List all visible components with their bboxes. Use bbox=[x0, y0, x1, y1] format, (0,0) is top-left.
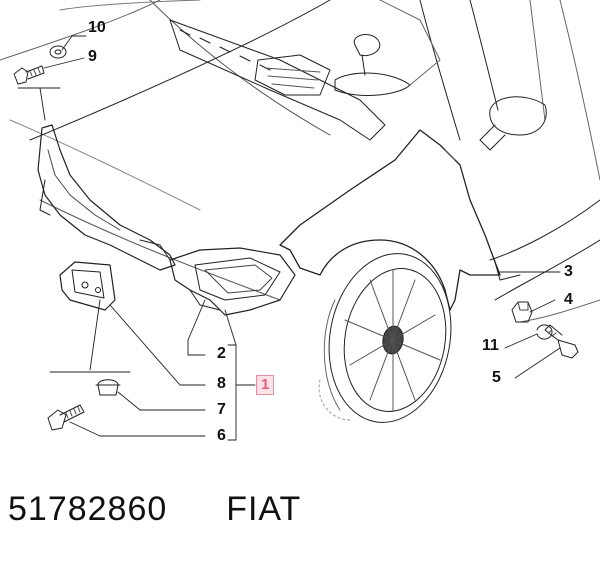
car-body-outline bbox=[0, 0, 600, 323]
bolt-part9 bbox=[13, 65, 45, 85]
callout-7: 7 bbox=[217, 401, 226, 418]
callout-3: 3 bbox=[564, 263, 573, 280]
footer-caption: 51782860 FIAT bbox=[8, 490, 301, 529]
callout-2: 2 bbox=[217, 345, 226, 362]
bolt-part6 bbox=[47, 404, 85, 431]
headlight-support bbox=[169, 247, 296, 316]
part-number: 51782860 bbox=[8, 490, 168, 528]
clip-part11 bbox=[536, 324, 553, 340]
callout-8: 8 bbox=[217, 375, 226, 392]
callout-4: 4 bbox=[564, 291, 573, 308]
gear-shifter bbox=[334, 0, 441, 96]
front-wheel bbox=[318, 253, 452, 423]
exploded-parts-diagram bbox=[0, 0, 600, 441]
callout-6: 6 bbox=[217, 427, 226, 444]
clip-part7 bbox=[95, 379, 121, 396]
bolt-part5 bbox=[544, 324, 579, 359]
mounting-bracket-part8 bbox=[59, 261, 116, 311]
callout-1-highlighted: 1 bbox=[256, 375, 275, 395]
callout-9: 9 bbox=[88, 48, 97, 65]
side-mirror bbox=[479, 96, 547, 151]
washer-part10 bbox=[49, 45, 67, 59]
front-fender bbox=[279, 129, 521, 311]
callout-10: 10 bbox=[88, 19, 106, 36]
wiper-assembly bbox=[169, 19, 386, 141]
callout-11: 11 bbox=[482, 337, 499, 354]
nut-part4 bbox=[511, 301, 533, 323]
callout-5: 5 bbox=[492, 369, 501, 386]
crossmember-bracket bbox=[37, 124, 176, 271]
brand-name: FIAT bbox=[226, 490, 302, 528]
leader-lines bbox=[17, 35, 561, 441]
